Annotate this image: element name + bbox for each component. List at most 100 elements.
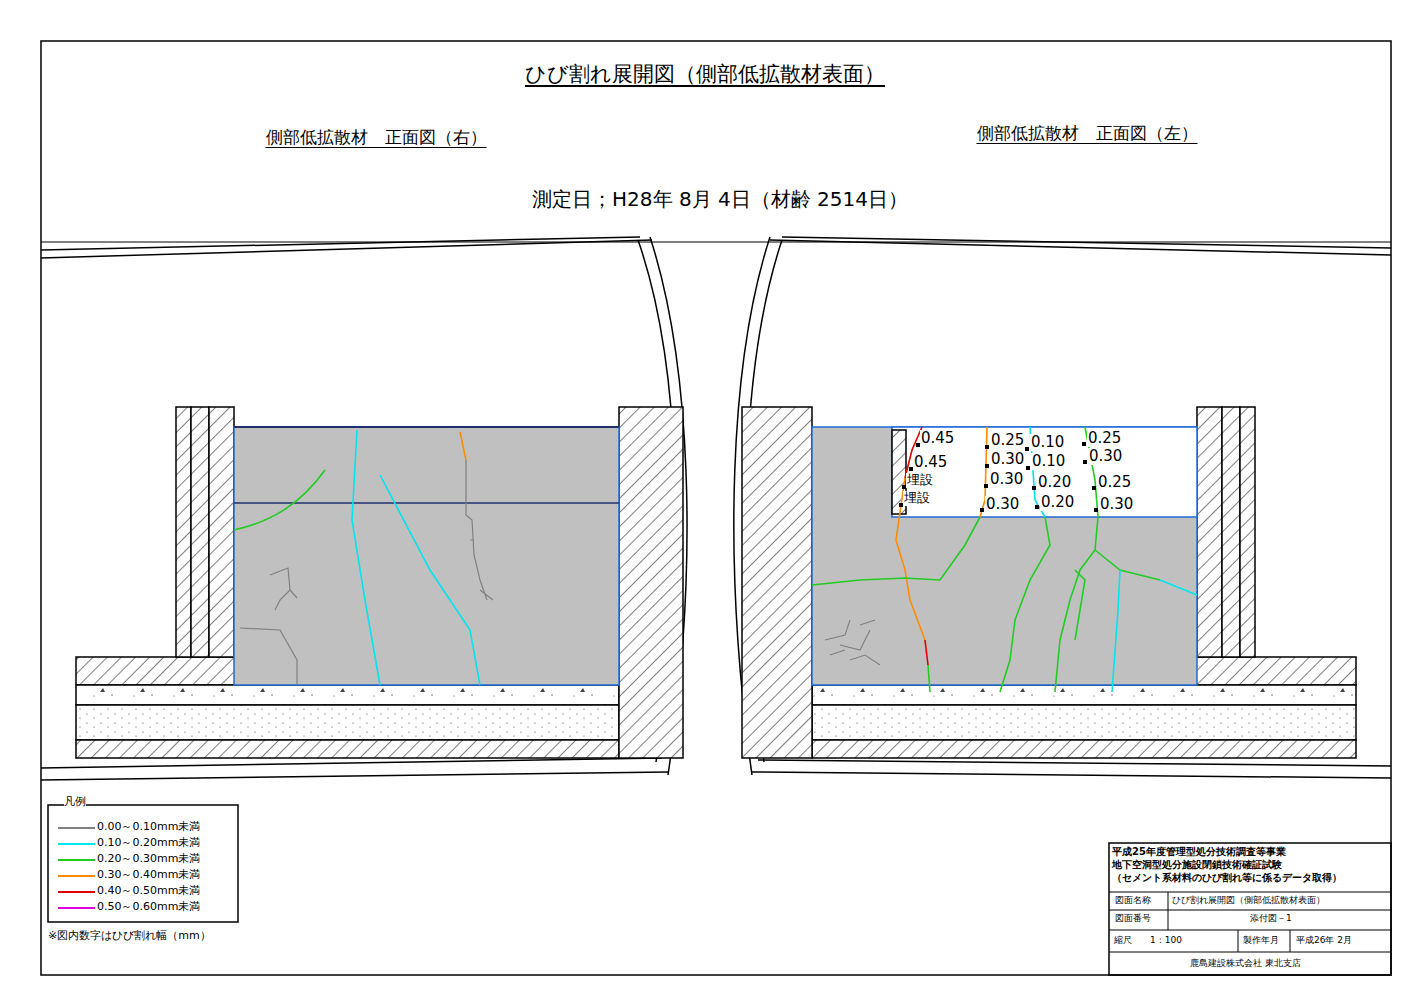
cell-value: 添付図－1 bbox=[1250, 913, 1292, 923]
tunnel-left-view bbox=[734, 237, 1391, 778]
crack-width: 0.25 bbox=[1097, 474, 1132, 491]
project-name: 地下空洞型処分施設閉鎖技術確証試験 bbox=[1112, 859, 1282, 871]
crack-width: 0.25 bbox=[990, 432, 1025, 449]
cell-value: 1：100 bbox=[1150, 935, 1182, 945]
title-block-part bbox=[1109, 930, 1391, 931]
tunnel-left-view-part bbox=[812, 685, 1356, 705]
width-points-part bbox=[1082, 442, 1086, 446]
cracks-left-view-part bbox=[925, 640, 928, 665]
crack-width: 0.30 bbox=[985, 496, 1020, 513]
cracks-left-view-part bbox=[928, 665, 930, 692]
tunnel-left-view-part bbox=[742, 407, 812, 758]
tunnel-left-view-part bbox=[758, 760, 1391, 766]
tunnel-right-view-part bbox=[234, 427, 619, 685]
tunnel-right-view-part bbox=[41, 772, 668, 780]
width-points-part bbox=[1094, 508, 1098, 512]
tunnel-right-view-part bbox=[191, 407, 209, 657]
legend-swatch bbox=[58, 875, 95, 877]
cracks-right-view-part bbox=[380, 475, 480, 685]
cell-heading: 縮尺 bbox=[1114, 935, 1132, 945]
cell-heading: 製作年月 bbox=[1243, 935, 1279, 945]
tunnel-left-view-part bbox=[812, 740, 1356, 758]
cracks-left-view-part bbox=[1112, 570, 1120, 692]
title-block-part bbox=[1238, 930, 1239, 952]
cell-heading: 図面番号 bbox=[1115, 913, 1151, 923]
crack-width: 0.45 bbox=[913, 454, 948, 471]
legend-swatch bbox=[58, 843, 95, 845]
legend-text: 0.20～0.30mm未満 bbox=[97, 853, 200, 866]
tunnel-left-view-part bbox=[812, 427, 1197, 685]
tunnel-right-view bbox=[41, 237, 687, 780]
crack-width: 0.10 bbox=[1030, 434, 1065, 451]
width-points-part bbox=[985, 445, 989, 449]
legend-box bbox=[48, 805, 238, 922]
width-points-part bbox=[1092, 486, 1096, 490]
legend-swatch bbox=[58, 891, 95, 893]
note: ※図内数字はひび割れ幅（mm） bbox=[48, 930, 211, 943]
cracks-left-view-part bbox=[825, 620, 880, 665]
legend-swatch bbox=[58, 907, 95, 909]
width-points-part bbox=[1026, 466, 1030, 470]
width-points-part bbox=[980, 508, 984, 512]
title-block-part bbox=[1109, 892, 1391, 893]
cracks-left-view-part bbox=[1160, 580, 1197, 595]
crack-width: 0.20 bbox=[1040, 494, 1075, 511]
tunnel-right-view-part bbox=[41, 758, 662, 768]
legend-text: 0.30～0.40mm未満 bbox=[97, 869, 200, 882]
crack-width: 0.25 bbox=[1087, 430, 1122, 447]
legend-box-part bbox=[48, 805, 238, 922]
tunnel-left-view-part bbox=[752, 772, 1391, 778]
cell-value: ひび割れ展開図（側部低拡散材表面） bbox=[1172, 895, 1325, 905]
tunnel-left-view-part bbox=[1197, 407, 1222, 657]
crack-width: 埋設 bbox=[906, 473, 934, 488]
project-name: 平成25年度管理型処分技術調査等事業 bbox=[1112, 846, 1286, 858]
tunnel-right-view-part bbox=[76, 685, 619, 705]
width-points-part bbox=[1025, 447, 1029, 451]
legend-heading: 凡例 bbox=[64, 796, 86, 809]
crack-width: 0.30 bbox=[990, 451, 1025, 468]
tunnel-right-view-part bbox=[209, 407, 234, 657]
title-block-part bbox=[1168, 892, 1169, 930]
tunnel-right-view-part bbox=[176, 407, 191, 657]
width-points-part bbox=[1083, 460, 1087, 464]
frame-part bbox=[41, 242, 1391, 243]
legend-text: 0.10～0.20mm未満 bbox=[97, 837, 200, 850]
frame-part bbox=[41, 41, 1391, 975]
tunnel-right-view-part bbox=[76, 740, 619, 758]
cracks-right-view-part bbox=[234, 470, 325, 530]
crack-width: 埋設 bbox=[903, 491, 931, 506]
legend-swatch bbox=[58, 827, 95, 829]
tunnel-left-view-part bbox=[782, 237, 1391, 248]
tunnel-right-view-part bbox=[76, 705, 619, 740]
view-title: 側部低拡散材 正面図（右） bbox=[266, 128, 487, 148]
crack-width: 0.30 bbox=[1099, 496, 1134, 513]
measure-date: 測定日；H28年 8月 4日（材齢 2514日） bbox=[532, 188, 908, 211]
title-block-part bbox=[1109, 952, 1391, 953]
crack-width: 0.10 bbox=[1031, 453, 1066, 470]
cracks-right-view-part bbox=[466, 460, 493, 600]
cracks-left-view-part bbox=[1075, 570, 1085, 640]
crack-width: 0.30 bbox=[989, 471, 1024, 488]
tunnel-right-view-part bbox=[234, 426, 619, 428]
tunnel-left-view-part bbox=[1240, 407, 1255, 657]
cracks-left-view-part bbox=[1095, 550, 1160, 580]
cracks-right-view bbox=[234, 430, 493, 685]
cracks-left-view bbox=[812, 427, 1197, 692]
tunnel-left-view-part bbox=[1222, 407, 1240, 657]
width-points-part bbox=[1035, 505, 1039, 509]
cracks-right-view-part bbox=[270, 568, 297, 610]
cracks-right-view-part bbox=[240, 628, 297, 685]
tunnel-left-view-part bbox=[892, 427, 1197, 517]
cell-heading: 図面名称 bbox=[1115, 895, 1151, 905]
title-block bbox=[1109, 843, 1391, 975]
tunnel-left-view-part bbox=[812, 705, 1356, 740]
tunnel-right-view-part bbox=[41, 237, 640, 250]
legend-text: 0.50～0.60mm未満 bbox=[97, 901, 200, 914]
width-points-part bbox=[1032, 486, 1036, 490]
cracks-right-view-part bbox=[352, 430, 380, 685]
project-name: （セメント系材料のひび割れ等に係るデータ取得） bbox=[1112, 872, 1342, 884]
tunnel-right-view-part bbox=[619, 407, 683, 758]
view-title: 側部低拡散材 正面図（左） bbox=[977, 124, 1198, 144]
cracks-left-view-part bbox=[812, 517, 980, 585]
crack-width: 0.45 bbox=[920, 430, 955, 447]
